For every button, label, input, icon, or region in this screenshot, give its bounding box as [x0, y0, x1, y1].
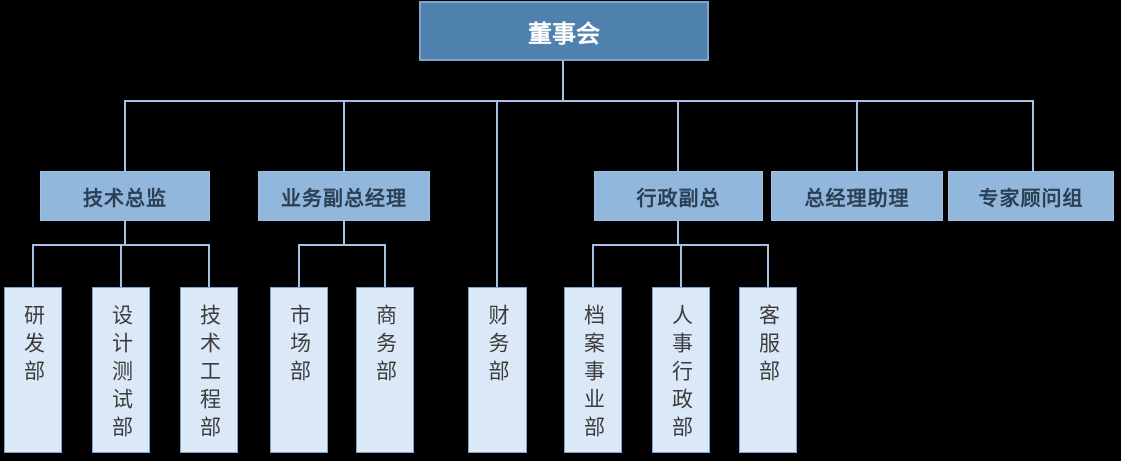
connector-drop-gm-assistant	[856, 100, 858, 171]
connector-drop-rnd-dept	[32, 244, 34, 287]
org-node-finance-dept: 财务部	[468, 287, 527, 453]
node-label: 市场部	[287, 304, 311, 388]
node-label: 设计测试部	[109, 304, 133, 444]
node-label: 档案事业部	[581, 304, 605, 444]
connector-business-deputy-bus	[298, 244, 386, 246]
org-node-board: 董事会	[419, 1, 709, 61]
org-node-customer-service-dept: 客服部	[739, 287, 797, 453]
connector-admin-deputy-stem	[677, 221, 679, 246]
connector-drop-customer-service-dept	[767, 244, 769, 287]
org-node-tech-eng-dept: 技术工程部	[180, 287, 238, 453]
org-node-expert-advisors: 专家顾问组	[948, 171, 1114, 221]
org-node-hr-admin-dept: 人事行政部	[652, 287, 710, 453]
connector-tech-director-stem	[124, 221, 126, 246]
connector-board-stem	[562, 61, 564, 101]
node-label: 研发部	[21, 304, 45, 388]
connector-drop-archives-dept	[592, 244, 594, 287]
connector-drop-expert-advisors	[1032, 100, 1034, 171]
node-label: 技术总监	[83, 187, 167, 210]
org-node-rnd-dept: 研发部	[4, 287, 62, 453]
connector-drop-finance-dept	[496, 100, 498, 287]
node-label: 行政副总	[636, 187, 721, 210]
connector-level2-bus	[124, 100, 1034, 102]
node-label: 业务副总经理	[281, 187, 407, 210]
org-node-admin-deputy: 行政副总	[594, 171, 763, 221]
org-node-design-test-dept: 设计测试部	[92, 287, 150, 453]
connector-drop-tech-director	[124, 100, 126, 171]
node-label: 专家顾问组	[978, 187, 1084, 210]
node-label: 客服部	[756, 304, 780, 388]
node-label: 商务部	[373, 304, 397, 388]
node-label: 总经理助理	[804, 187, 910, 210]
node-label: 董事会	[528, 20, 600, 48]
node-label: 技术工程部	[197, 304, 221, 444]
connector-drop-marketing-dept	[298, 244, 300, 287]
org-node-archives-dept: 档案事业部	[564, 287, 622, 453]
org-node-gm-assistant: 总经理助理	[771, 171, 943, 221]
connector-drop-tech-eng-dept	[208, 244, 210, 287]
node-label: 人事行政部	[669, 304, 693, 444]
connector-drop-commerce-dept	[384, 244, 386, 287]
connector-drop-admin-deputy	[677, 100, 679, 171]
node-label: 财务部	[486, 304, 510, 388]
org-node-business-deputy-gm: 业务副总经理	[258, 171, 430, 221]
org-node-tech-director: 技术总监	[40, 171, 210, 221]
connector-business-deputy-stem	[343, 221, 345, 246]
connector-drop-hr-admin-dept	[680, 244, 682, 287]
org-node-marketing-dept: 市场部	[270, 287, 328, 453]
connector-drop-business-deputy	[343, 100, 345, 171]
org-node-commerce-dept: 商务部	[356, 287, 414, 453]
connector-drop-design-test-dept	[120, 244, 122, 287]
